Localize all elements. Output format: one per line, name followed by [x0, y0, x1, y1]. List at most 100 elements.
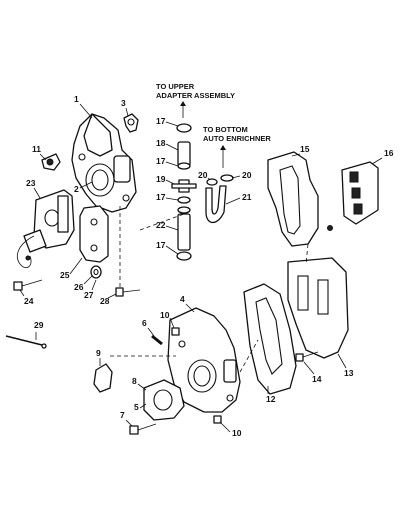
- callout-9: 9: [96, 348, 101, 366]
- part-pin-29: [5, 335, 47, 349]
- callout-7: 7: [120, 410, 133, 427]
- svg-text:25: 25: [60, 270, 70, 280]
- alignment-line-2: [139, 213, 185, 231]
- svg-text:15: 15: [300, 144, 310, 154]
- svg-text:17: 17: [156, 192, 166, 202]
- callout-17-a: 17: [156, 116, 179, 127]
- svg-text:10: 10: [232, 428, 242, 438]
- callout-1: 1: [74, 94, 93, 119]
- svg-text:27: 27: [84, 290, 94, 300]
- svg-text:2: 2: [74, 184, 79, 194]
- part-lower-adapter-housing: [167, 307, 241, 413]
- svg-text:21: 21: [242, 192, 252, 202]
- part-reed-block-16: [327, 161, 379, 231]
- callout-25: 25: [60, 257, 83, 280]
- part-screw-24: [13, 279, 43, 291]
- svg-text:11: 11: [32, 144, 41, 154]
- note-bottom-line1: TO BOTTOM: [203, 125, 248, 134]
- svg-text:4: 4: [180, 294, 185, 304]
- svg-text:29: 29: [34, 320, 44, 330]
- callout-24: 24: [19, 289, 34, 306]
- callout-10-upper: 10: [160, 310, 175, 329]
- callout-3: 3: [121, 98, 129, 117]
- svg-text:20: 20: [242, 170, 252, 180]
- svg-text:1: 1: [74, 94, 79, 104]
- callout-17-c: 17: [156, 192, 179, 202]
- callout-18: 18: [156, 138, 179, 151]
- part-small-clamp: [41, 153, 61, 171]
- part-elbow-fitting: [123, 113, 139, 133]
- part-reed-gasket-15: [267, 151, 319, 247]
- svg-text:20: 20: [198, 170, 208, 180]
- callout-17-d: 17: [156, 240, 179, 255]
- part-clip-9: [93, 363, 113, 393]
- svg-text:18: 18: [156, 138, 166, 148]
- callout-11: 11: [32, 144, 47, 161]
- part-reed-plate-13: [287, 257, 349, 359]
- svg-text:13: 13: [344, 368, 354, 378]
- svg-text:17: 17: [156, 156, 166, 166]
- part-washers: [90, 265, 102, 279]
- svg-text:26: 26: [74, 282, 84, 292]
- part-screw-7: [129, 423, 157, 435]
- callout-8: 8: [132, 376, 147, 391]
- svg-text:3: 3: [121, 98, 126, 108]
- part-screw-14: [295, 351, 319, 362]
- callout-27: 27: [84, 279, 97, 300]
- svg-text:28: 28: [100, 296, 110, 306]
- svg-text:8: 8: [132, 376, 137, 386]
- part-screw-10-upper: [171, 327, 180, 336]
- svg-text:7: 7: [120, 410, 125, 420]
- part-curved-hose: [205, 174, 234, 224]
- note-upper-line1: TO UPPER: [156, 82, 195, 91]
- svg-text:16: 16: [384, 148, 394, 158]
- part-upper-adapter-housing: [71, 113, 137, 213]
- callout-20-left: 20: [198, 170, 211, 181]
- svg-text:19: 19: [156, 174, 166, 184]
- svg-text:10: 10: [160, 310, 170, 320]
- callout-22: 22: [156, 220, 179, 231]
- part-enrichener-valve: [17, 189, 75, 269]
- svg-text:9: 9: [96, 348, 101, 358]
- callout-6: 6: [142, 318, 155, 337]
- svg-text:12: 12: [266, 394, 276, 404]
- part-gasket-12: [243, 283, 297, 395]
- callout-2: 2: [74, 181, 93, 194]
- note-bottom-line2: AUTO ENRICHNER: [203, 134, 271, 143]
- svg-text:24: 24: [24, 296, 34, 306]
- part-screw-28: [115, 287, 141, 297]
- callout-5: 5: [134, 402, 147, 412]
- callout-13: 13: [337, 353, 354, 378]
- note-bottom-enrichner: TO BOTTOM AUTO ENRICHNER: [203, 125, 271, 168]
- callout-19: 19: [156, 174, 175, 185]
- svg-text:17: 17: [156, 116, 166, 126]
- arrow-bottom-head: [220, 145, 226, 150]
- part-screw-10-lower: [213, 415, 222, 424]
- callout-10-lower: 10: [219, 421, 242, 438]
- part-dowel-6: [151, 334, 163, 346]
- note-upper-adapter: TO UPPER ADAPTER ASSEMBLY: [156, 82, 235, 118]
- callout-16: 16: [371, 148, 394, 165]
- part-valve-gasket: [79, 205, 109, 263]
- valve-wire: [17, 235, 35, 269]
- note-upper-line2: ADAPTER ASSEMBLY: [156, 91, 235, 100]
- svg-text:17: 17: [156, 240, 166, 250]
- part-gasket-8: [143, 379, 185, 421]
- part-hose-stack: [171, 123, 197, 261]
- callout-21: 21: [225, 192, 252, 205]
- callout-15: 15: [291, 144, 310, 157]
- callout-28: 28: [100, 293, 117, 306]
- svg-text:14: 14: [312, 374, 322, 384]
- svg-text:5: 5: [134, 402, 139, 412]
- arrow-upper-head: [180, 101, 186, 106]
- alignment-line-4: [239, 339, 259, 373]
- callout-20-right: 20: [231, 170, 252, 180]
- alignment-line-5: [305, 243, 309, 265]
- callout-14: 14: [303, 361, 322, 384]
- svg-text:6: 6: [142, 318, 147, 328]
- callout-17-b: 17: [156, 156, 179, 167]
- callout-29: 29: [34, 320, 44, 340]
- callout-23: 23: [26, 178, 41, 199]
